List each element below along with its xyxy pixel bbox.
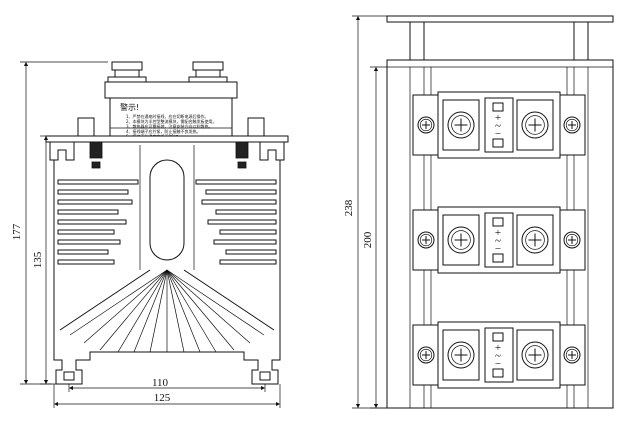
dim-177-label: 177 — [11, 223, 23, 240]
fin-left — [57, 189, 129, 195]
radial-fins — [59, 269, 275, 353]
dim-125: 125 — [53, 384, 281, 408]
center-oval — [149, 159, 185, 261]
fin-left — [57, 249, 109, 255]
warning-line-2: 2、本模块为半控型整流模块，需配合触发板使用。 — [126, 118, 217, 124]
fins-right — [195, 179, 277, 265]
fin-right — [195, 179, 277, 185]
dim-135-label: 135 — [32, 251, 44, 268]
center-cell-bottom — [492, 138, 504, 148]
mount-screw-left-ring — [419, 348, 433, 362]
mount-screw-right-ring — [565, 348, 579, 362]
dim-110-label: 110 — [152, 377, 169, 389]
mark-plus: + — [495, 227, 501, 239]
mark-minus: − — [495, 243, 501, 255]
fin-left — [57, 209, 119, 215]
fins-left — [57, 179, 139, 265]
front-view: 警示! 1、严禁在通电时接线，应在切断电源后操作。 2、本模块为半控型整流模块，… — [11, 61, 289, 408]
fin-left — [57, 179, 139, 185]
mark-minus: − — [495, 358, 501, 370]
fin-right — [213, 239, 277, 245]
fin-left — [57, 239, 121, 245]
fin-right — [201, 199, 277, 205]
fin-right — [205, 189, 277, 195]
warning-line-3: 3、散热器应可靠接地，注意安装方向以利散热。 — [126, 123, 213, 129]
mark-tilde: ~ — [495, 235, 501, 247]
terminal-screw-left-ring — [451, 345, 471, 365]
fin-left — [57, 199, 133, 205]
module-body — [109, 97, 233, 137]
fin-right — [219, 259, 277, 265]
center-cell-top — [492, 217, 504, 227]
terminal-screw-left-ring — [451, 115, 471, 135]
mount-screw-right-ring — [565, 118, 579, 132]
center-cell-top — [492, 332, 504, 342]
terminal-screw-right-ring — [525, 230, 545, 250]
terminal-screw-right-ring — [525, 345, 545, 365]
module-stack: +~−+~−+~− — [412, 91, 586, 389]
fin-right — [225, 249, 277, 255]
center-cell-top — [492, 102, 504, 112]
mark-tilde: ~ — [495, 350, 501, 362]
mark-plus: + — [495, 112, 501, 124]
bottom-rail — [53, 345, 281, 385]
center-cell-bottom — [492, 253, 504, 263]
mark-tilde: ~ — [495, 120, 501, 132]
warning-line-4: 4、接线端子应拧紧，防止接触不良发热。 — [126, 128, 201, 134]
module-1: +~− — [412, 91, 586, 159]
mark-plus: + — [495, 342, 501, 354]
top-terminal-right — [188, 61, 228, 83]
top-cap — [386, 15, 614, 23]
warning-title: 警示! — [120, 102, 139, 112]
heatsink-base — [45, 135, 289, 143]
fin-left — [57, 229, 115, 235]
fin-right — [219, 229, 277, 235]
module-2: +~− — [412, 206, 586, 274]
dim-200-label: 200 — [362, 231, 374, 248]
mount-screw-right-ring — [565, 233, 579, 247]
dim-135: 135 — [32, 135, 52, 385]
top-terminal-left — [107, 61, 147, 83]
fin-left — [57, 259, 115, 265]
terminal-screw-right-ring — [525, 115, 545, 135]
module-housing — [104, 81, 238, 99]
warning-line-1: 1、严禁在通电时接线，应在切断电源后操作。 — [126, 113, 209, 119]
fin-right — [207, 219, 277, 225]
mount-bracket-left — [77, 117, 103, 169]
dim-125-label: 125 — [154, 392, 171, 404]
terminal-screw-left-ring — [451, 230, 471, 250]
mount-screw-left-ring — [419, 233, 433, 247]
dim-238-label: 238 — [343, 199, 355, 216]
fin-right — [215, 209, 277, 215]
dim-200: 200 — [362, 66, 387, 409]
dim-238: 238 — [343, 15, 387, 409]
mark-minus: − — [495, 128, 501, 140]
dim-177: 177 — [11, 61, 108, 385]
module-3: +~− — [412, 321, 586, 389]
top-view: +~−+~−+~− 238 200 — [343, 15, 614, 409]
fin-left — [57, 219, 127, 225]
mount-screw-left-ring — [419, 118, 433, 132]
center-cell-bottom — [492, 368, 504, 378]
dim-110: 110 — [68, 377, 266, 392]
